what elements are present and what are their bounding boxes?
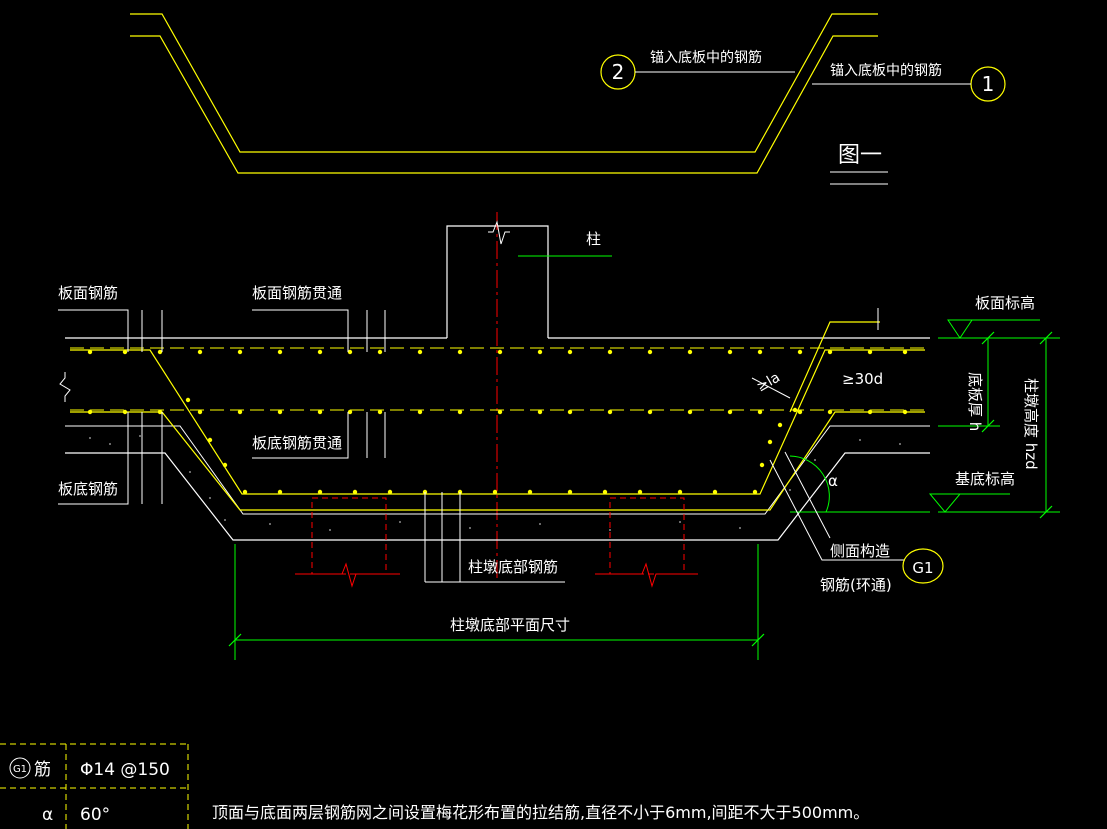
figure-one: 2 锚入底板中的钢筋 1 锚入底板中的钢筋 图一 (130, 13, 1006, 185)
rebar-dots (87, 349, 908, 495)
tick-d (1039, 505, 1053, 519)
rebar-table: G1 筋 Φ14 @150 α 60° (0, 743, 189, 829)
label-slab-top-elev: 板面标高 (975, 294, 1035, 312)
callout-1-number: 1 (982, 72, 995, 96)
anchor-bend-rebar (789, 321, 880, 413)
table-g1-label: G1 (13, 764, 27, 775)
label-pier-height: 柱墩高度 hzd (1022, 378, 1040, 470)
side-rebar-leader-2 (784, 451, 831, 539)
leader-top-rebar-through (252, 309, 349, 352)
column-break-mark (488, 220, 510, 245)
label-angle: α (828, 472, 838, 490)
pier-dim-tick-right (751, 633, 765, 647)
slab-top-elev-triangle (947, 319, 973, 339)
leader-bottom-rebar (58, 412, 129, 505)
break-mark-right-box (595, 562, 698, 588)
table-g1-value: Φ14 @150 (80, 760, 170, 780)
label-bottom-rebar-through: 板底钢筋贯通 (252, 434, 342, 452)
label-anchor-30d: ≥30d (842, 370, 883, 388)
g1-bubble (902, 548, 944, 584)
tick-c (1039, 331, 1053, 345)
base-elev-triangle (928, 493, 962, 513)
angle-arc (789, 455, 830, 513)
label-bottom-rebar: 板底钢筋 (58, 480, 118, 498)
cushion-top-outline (65, 425, 930, 515)
callout-2-number: 2 (612, 60, 625, 84)
slab-bottom-outline (65, 452, 930, 541)
callout-2-text: 锚入底板中的钢筋 (650, 49, 762, 66)
label-side-rebar-1: 侧面构造 (830, 542, 890, 560)
break-mark-left-box (295, 562, 400, 588)
tick-a (981, 331, 995, 345)
table-g1-suffix: 筋 (34, 760, 51, 780)
section-detail: 柱 (58, 212, 1060, 660)
bottom-rebar-line (70, 411, 925, 511)
figure-one-outer-rebar (130, 13, 878, 153)
note-text: 顶面与底面两层钢筋网之间设置梅花形布置的拉结筋,直径不小于6mm,间距不大于50… (212, 803, 869, 822)
column-label: 柱 (586, 230, 601, 248)
table-alpha-value: 60° (80, 805, 110, 825)
g1-number: G1 (912, 559, 933, 577)
label-side-rebar-2: 钢筋(环通) (820, 576, 892, 594)
anchor-la-dim (751, 377, 791, 399)
figure-one-inner-rebar (130, 35, 878, 174)
label-top-rebar-through: 板面钢筋贯通 (252, 284, 342, 302)
pier-dim-tick-left (228, 633, 242, 647)
table-g1-bubble (9, 757, 31, 779)
callout-1-text: 锚入底板中的钢筋 (830, 62, 942, 79)
dashed-box-left (311, 497, 387, 575)
top-rebar-line (70, 349, 925, 495)
label-pier-bottom-rebar: 柱墩底部钢筋 (468, 558, 558, 576)
tick-b (981, 419, 995, 433)
label-pier-bottom-dim: 柱墩底部平面尺寸 (450, 616, 570, 634)
leader-bottom-rebar-through (252, 412, 349, 459)
label-top-rebar: 板面钢筋 (58, 284, 118, 302)
label-base-elev: 基底标高 (955, 470, 1015, 488)
cushion-hatch (89, 435, 901, 531)
leader-top-rebar (58, 309, 129, 352)
dashed-box-right (609, 497, 685, 575)
side-rebar-leader (769, 459, 905, 561)
left-break-mark (59, 372, 71, 402)
label-slab-thickness: 底板厚 h (966, 372, 984, 431)
figure-one-label: 图一 (838, 143, 882, 168)
table-alpha-label: α (42, 805, 53, 825)
